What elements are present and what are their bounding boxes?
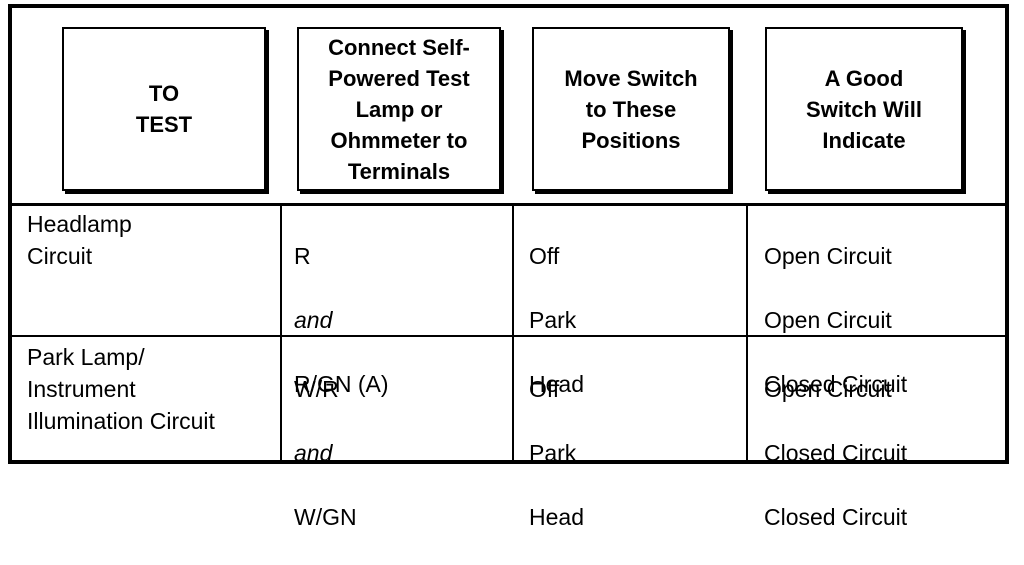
header-connect-terminals: Connect Self- Powered Test Lamp or Ohmme… (297, 27, 501, 191)
column-divider (512, 204, 514, 460)
terminal-conjunction: and (294, 307, 333, 333)
terminal-conjunction: and (294, 440, 333, 466)
header-divider (12, 203, 1005, 206)
column-divider (746, 204, 748, 460)
switch-test-table: TO TEST Connect Self- Powered Test Lamp … (8, 4, 1009, 530)
terminal-value: W/R (294, 376, 339, 402)
row-park-lamp-positions: Off Park Head (529, 341, 584, 565)
row-park-lamp-terminals: W/R and W/GN (294, 341, 357, 565)
indicate-value: Closed Circuit (764, 504, 908, 530)
position-value: Park (529, 440, 577, 466)
terminal-value: R (294, 243, 311, 269)
position-value: Off (529, 376, 560, 402)
header-switch-positions: Move Switch to These Positions (532, 27, 730, 191)
position-value: Park (529, 307, 577, 333)
indicate-value: Closed Circuit (764, 371, 908, 397)
indicate-value: Closed Circuit (764, 440, 908, 466)
position-value: Head (529, 504, 584, 530)
position-value: Off (529, 243, 560, 269)
row-headlamp-test: Headlamp Circuit (27, 211, 132, 269)
row-park-lamp-indicate: Open Circuit Closed Circuit Closed Circu… (764, 341, 907, 565)
header-good-switch-indicates: A Good Switch Will Indicate (765, 27, 963, 191)
column-divider (280, 204, 282, 460)
row-park-lamp-test: Park Lamp/ Instrument Illumination Circu… (27, 344, 215, 434)
row-headlamp-terminals: R and R/GN (A) (294, 208, 389, 432)
row-divider (12, 335, 1005, 337)
indicate-value: Open Circuit (764, 376, 892, 402)
terminal-value: R/GN (A) (294, 371, 389, 397)
row-headlamp-positions: Off Park Head (529, 208, 584, 432)
indicate-value: Open Circuit (764, 307, 892, 333)
header-to-test: TO TEST (62, 27, 266, 191)
terminal-value: W/GN (294, 504, 357, 530)
position-value: Head (529, 371, 584, 397)
indicate-value: Open Circuit (764, 243, 892, 269)
row-headlamp-indicate: Open Circuit Open Circuit Closed Circuit (764, 208, 907, 432)
